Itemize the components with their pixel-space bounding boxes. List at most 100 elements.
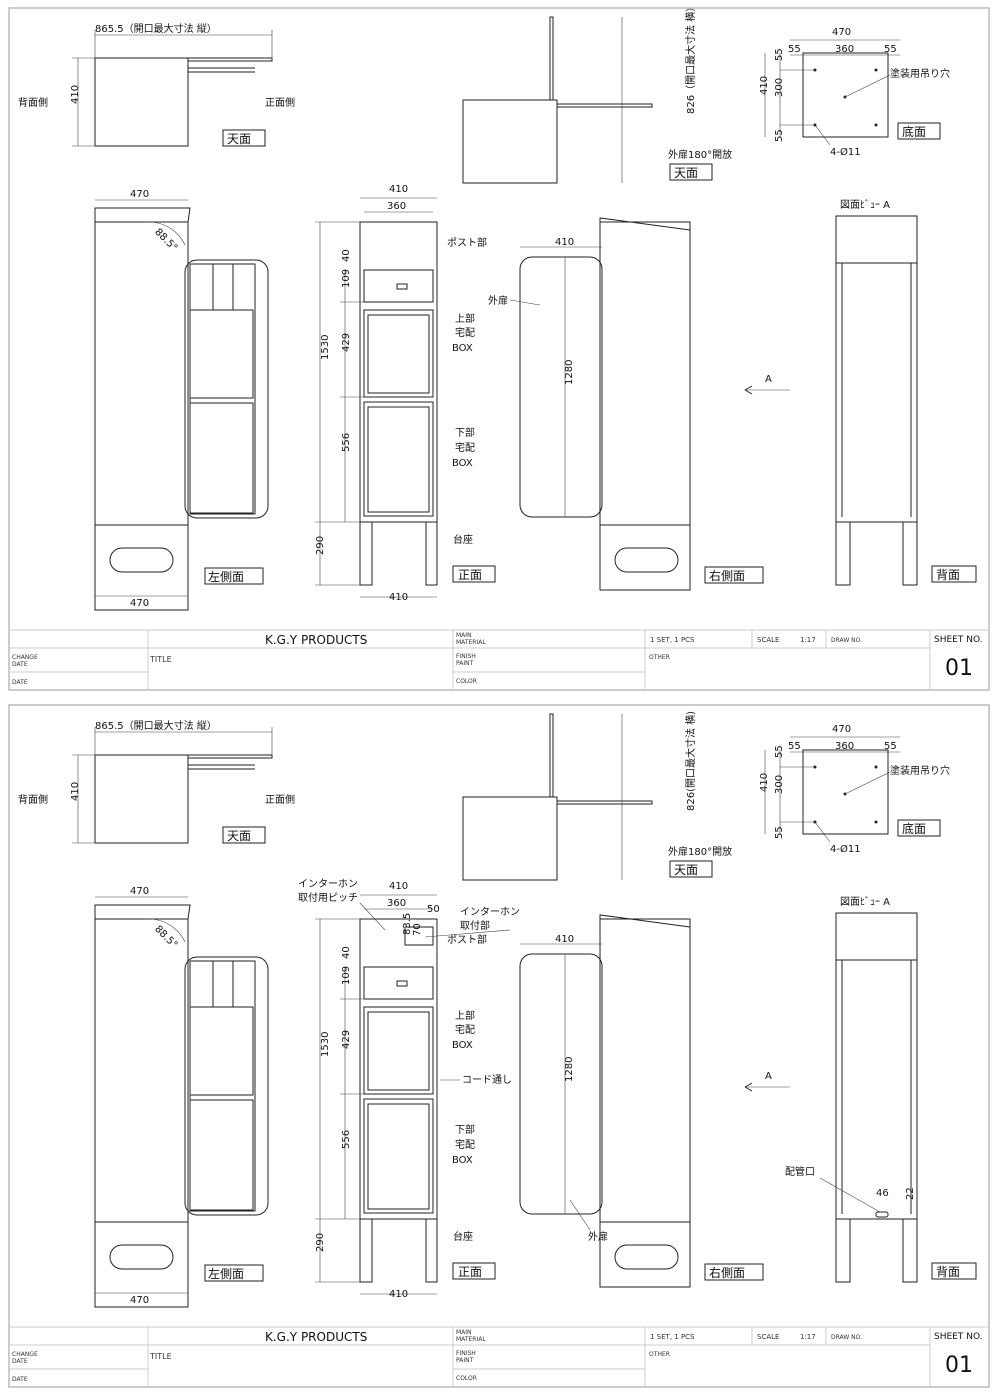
view-a-arrow-label: A <box>765 1071 772 1082</box>
upper-box-label: 上部 <box>455 1009 475 1022</box>
upper-box-label: BOX <box>452 343 473 354</box>
outer-door-label: 外扉 <box>488 294 508 307</box>
front-width-dim: 410 <box>389 184 408 195</box>
left-view-label: 左側面 <box>208 1266 244 1281</box>
back-view-label: 背面 <box>936 1265 960 1279</box>
bottom-width-dim: 470 <box>832 27 851 38</box>
bottom-view-label: 底面 <box>902 124 926 139</box>
upper-box-label: 宅配 <box>455 1023 475 1036</box>
front-side-label: 正面側 <box>265 793 295 806</box>
scale-value: 1:17 <box>800 636 816 644</box>
right-height-dim: 1280 <box>564 360 575 385</box>
door-angle-dim: 88.5° <box>152 924 179 951</box>
back-side-label: 背面側 <box>18 96 48 109</box>
front-side-label: 正面側 <box>265 96 295 109</box>
lower-box-label: 下部 <box>455 426 475 439</box>
dim-109: 109 <box>341 269 352 288</box>
date-label: DATE <box>12 1376 28 1383</box>
dim-429: 429 <box>341 1030 352 1049</box>
sheet-number: 01 <box>945 1353 973 1378</box>
bottom-margin-dim: 55 <box>884 44 897 55</box>
bottom-margin-dim: 55 <box>774 129 785 142</box>
dim-556: 556 <box>341 433 352 452</box>
date-label: DATE <box>12 679 28 686</box>
set-quantity: 1 SET, 1 PCS <box>650 636 695 644</box>
base-label: 台座 <box>453 1230 473 1243</box>
door-open-note: 外扉180°開放 <box>668 845 732 858</box>
dim-40: 40 <box>341 249 352 262</box>
front-bottom-width-dim: 410 <box>389 592 408 603</box>
base-label: 台座 <box>453 533 473 546</box>
sheet-1-geometry <box>8 7 990 691</box>
color-label: COLOR <box>456 678 477 685</box>
lower-box-label: 下部 <box>455 1123 475 1136</box>
intercom-mount-label: 取付部 <box>460 919 490 932</box>
sheet-2-geometry <box>8 704 990 1388</box>
front-view-label: 正面 <box>458 568 482 582</box>
post-section-label: ポスト部 <box>447 933 487 946</box>
door-angle-dim: 88.5° <box>152 227 179 254</box>
front-height-dim: 1530 <box>320 335 331 360</box>
front-width-dim: 410 <box>389 881 408 892</box>
bottom-inner-depth-dim: 300 <box>774 78 785 97</box>
company-name: K.G.Y PRODUCTS <box>265 1330 367 1344</box>
top-depth-dim: 410 <box>70 85 81 104</box>
left-view-label: 左側面 <box>208 569 244 584</box>
bottom-margin-dim: 55 <box>774 745 785 758</box>
upper-box-label: 上部 <box>455 312 475 325</box>
view-a-title: 図面ﾋﾞｭｰ A <box>840 896 890 908</box>
piping-port-label: 配管口 <box>785 1165 815 1178</box>
color-label: COLOR <box>456 1375 477 1382</box>
left-bottom-width-dim: 470 <box>130 598 149 609</box>
change-date-label: CHANGE <box>12 654 38 661</box>
lower-box-label: BOX <box>452 458 473 469</box>
set-quantity: 1 SET, 1 PCS <box>650 1333 695 1341</box>
sheet-no-label: SHEET NO. <box>934 1332 983 1342</box>
main-material-label: MAIN <box>456 632 472 639</box>
bottom-width-dim: 470 <box>832 724 851 735</box>
dim-22: 22 <box>905 1187 916 1200</box>
sheet-1-text: 865.5（開口最大寸法 縦） 410 背面側 正面側 天面 826（開口最大寸… <box>12 2 983 686</box>
intercom-pitch-label: 取付用ピッチ <box>298 891 358 904</box>
other-label: OTHER <box>649 654 670 661</box>
main-material-label: MATERIAL <box>456 1336 486 1343</box>
scale-value: 1:17 <box>800 1333 816 1341</box>
dim-83-5: 83.5 <box>402 913 413 935</box>
intercom-pitch-label: インターホン <box>298 878 358 890</box>
bottom-margin-dim: 55 <box>788 741 801 752</box>
dim-290: 290 <box>315 536 326 555</box>
dim-70: 70 <box>412 923 423 936</box>
change-date-label: DATE <box>12 661 28 668</box>
holes-spec: 4-Ø11 <box>830 146 861 158</box>
bottom-margin-dim: 55 <box>774 826 785 839</box>
right-view-label: 右側面 <box>709 1265 745 1280</box>
front-bottom-width-dim: 410 <box>389 1289 408 1300</box>
top-view-label: 天面 <box>227 829 251 843</box>
lower-box-label: 宅配 <box>455 1138 475 1151</box>
front-view-label: 正面 <box>458 1265 482 1279</box>
door-open-note: 外扉180°開放 <box>668 148 732 161</box>
top-open-view-label: 天面 <box>674 863 698 877</box>
view-a-arrow-label: A <box>765 374 772 385</box>
dim-556: 556 <box>341 1130 352 1149</box>
dim-50: 50 <box>427 904 440 915</box>
bottom-inner-depth-dim: 300 <box>774 775 785 794</box>
front-height-dim: 1530 <box>320 1032 331 1057</box>
right-width-dim: 410 <box>555 934 574 945</box>
title-label: TITLE <box>149 1352 172 1361</box>
draw-no-label: DRAW NO. <box>831 1334 862 1341</box>
top-width-dim: 865.5（開口最大寸法 縦） <box>95 719 217 732</box>
left-width-dim: 470 <box>130 189 149 200</box>
main-material-label: MATERIAL <box>456 639 486 646</box>
top-view-label: 天面 <box>227 132 251 146</box>
scale-label: SCALE <box>757 1333 779 1341</box>
company-name: K.G.Y PRODUCTS <box>265 633 367 647</box>
sheet-2-extras: 外扉 インターホン 取付用ピッチ 83.5 70 50 インターホン 取付部 コ… <box>298 878 916 1243</box>
back-side-label: 背面側 <box>18 793 48 806</box>
back-view-label: 背面 <box>936 568 960 582</box>
dim-46: 46 <box>876 1188 889 1199</box>
change-date-label: CHANGE <box>12 1351 38 1358</box>
bottom-margin-dim: 55 <box>774 48 785 61</box>
bottom-margin-dim: 55 <box>788 44 801 55</box>
main-material-label: MAIN <box>456 1329 472 1336</box>
